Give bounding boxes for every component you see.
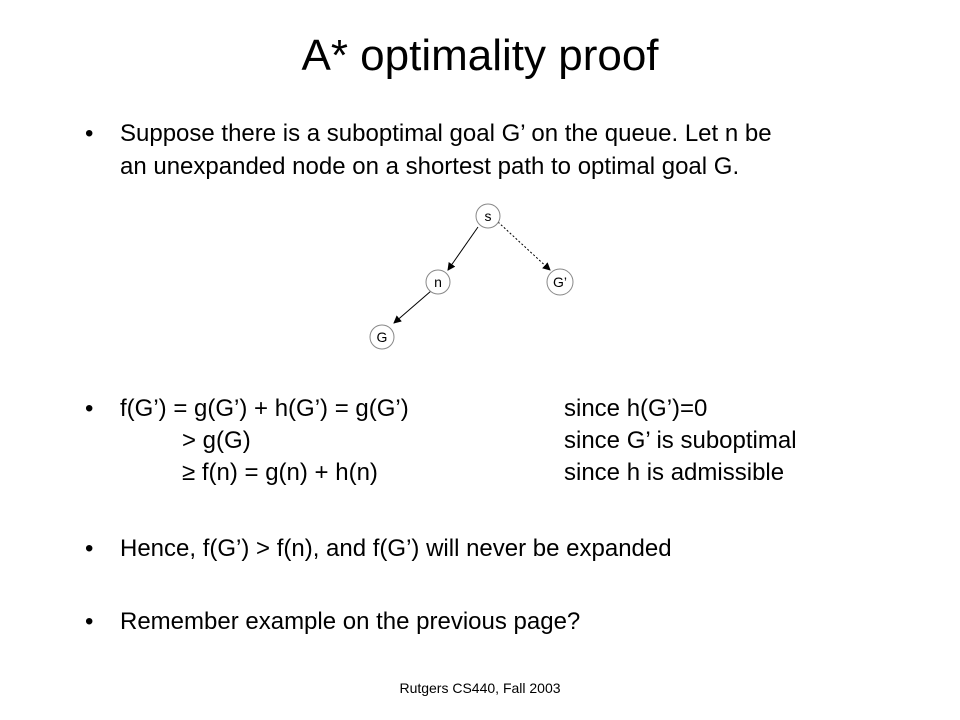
node-g: G (369, 324, 395, 350)
proof-line-3-reason: since h is admissible (564, 459, 785, 486)
bullet-marker: • (85, 535, 94, 562)
proof-line-2-reason: since G’ is suboptimal (564, 427, 797, 454)
bullet-conclusion-text: Hence, f(G’) > f(n), and f(G’) will neve… (120, 535, 672, 562)
proof-line-2-expression: > g(G) (182, 427, 251, 454)
bullet-marker: • (85, 120, 94, 147)
proof-line-3-expression: ≥ f(n) = g(n) + h(n) (182, 459, 378, 486)
edge-s-to-g-prime (497, 221, 551, 271)
node-g-prime-label: G’ (553, 274, 567, 290)
bullet-reminder-text: Remember example on the previous page? (120, 608, 581, 635)
bullet-1-line-1: Suppose there is a suboptimal goal G’ on… (120, 120, 772, 147)
slide-footer: Rutgers CS440, Fall 2003 (399, 680, 561, 696)
edge-n-to-g (393, 290, 432, 324)
bullet-1-line-2: an unexpanded node on a shortest path to… (120, 153, 740, 180)
node-g-prime: G’ (546, 268, 574, 296)
proof-line-1-expression: f(G’) = g(G’) + h(G’) = g(G’) (120, 395, 409, 422)
bullet-marker: • (85, 608, 94, 635)
node-n: n (425, 269, 451, 295)
node-g-label: G (377, 329, 388, 345)
node-s: s (475, 203, 501, 229)
node-n-label: n (434, 274, 442, 290)
bullet-marker: • (85, 395, 94, 422)
edge-s-to-n (447, 226, 479, 271)
proof-line-1-reason: since h(G’)=0 (564, 395, 708, 422)
node-s-label: s (485, 208, 492, 224)
slide-title: A* optimality proof (301, 31, 659, 80)
